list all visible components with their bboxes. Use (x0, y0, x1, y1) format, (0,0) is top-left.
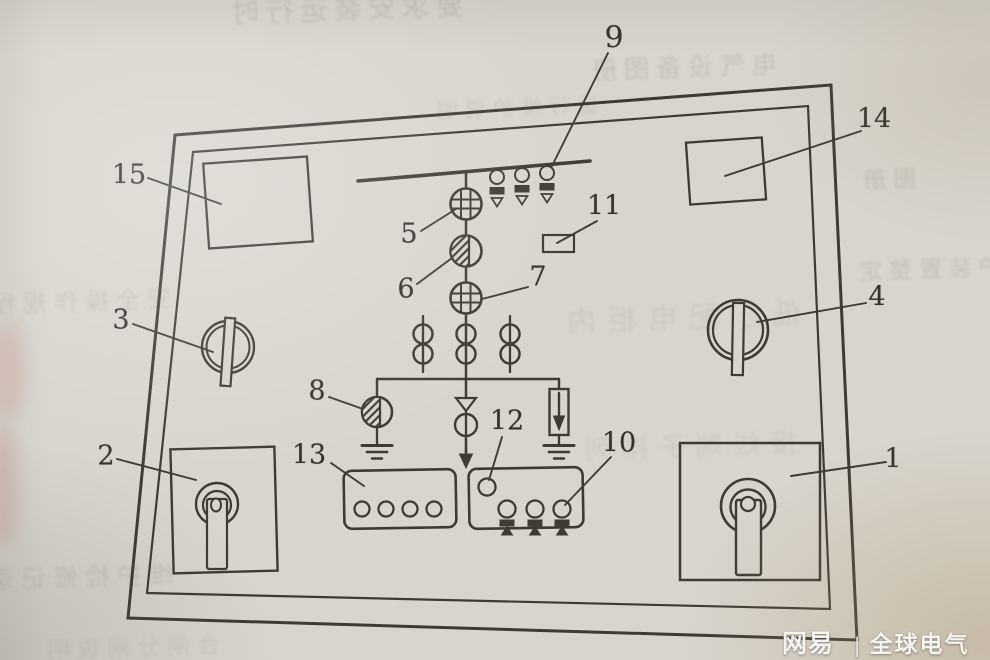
part-label-4: 4 (868, 281, 886, 313)
pushbutton-3 (200, 316, 256, 388)
ground-symbol (542, 444, 576, 460)
instrument-window-14 (684, 136, 768, 206)
insulator-unit (514, 167, 530, 207)
terminal-12 (477, 477, 497, 497)
leader-5 (420, 208, 457, 232)
part-label-5: 5 (400, 218, 418, 250)
part-label-10: 10 (601, 427, 637, 459)
leader-10 (564, 456, 612, 506)
nameplate-11 (541, 233, 576, 254)
insulator-unit (539, 165, 555, 205)
watermark-source: 全球电气资源 (869, 632, 970, 658)
part-label-6: 6 (397, 273, 415, 305)
relay-box-13 (342, 467, 458, 531)
part-label-7: 7 (529, 261, 547, 293)
part-label-14: 14 (856, 103, 892, 135)
part-label-9: 9 (604, 20, 624, 56)
ct-column-right (499, 314, 521, 374)
terminal-box (467, 465, 585, 536)
part-label-12: 12 (489, 405, 525, 437)
panel-inner-border (145, 104, 832, 611)
terminal-unit (497, 499, 517, 536)
paper-stain (0, 425, 18, 545)
part-label-15: 15 (111, 159, 147, 191)
ground-symbol (360, 444, 394, 460)
insulator-unit (489, 169, 505, 209)
control-switch-box-2 (169, 445, 279, 575)
leader-4 (756, 302, 867, 323)
pushbutton-4 (706, 298, 770, 377)
indicator-symbol-7 (449, 281, 483, 315)
leader-9 (551, 52, 609, 167)
leader-6 (416, 257, 453, 285)
watermark: 网易号 | 全球电气资源 (782, 624, 990, 660)
leader-1 (790, 461, 887, 477)
part-label-13: 13 (291, 439, 327, 471)
leader-14 (724, 130, 862, 177)
leader-13 (330, 462, 365, 487)
indicator-symbol-8 (360, 395, 394, 446)
paper-stain (0, 322, 26, 417)
indicator-symbol-6 (449, 234, 483, 268)
watermark-brand: 网易号 (782, 629, 835, 658)
part-label-8: 8 (308, 375, 326, 407)
panel-outer-border (126, 83, 859, 642)
part-label-1: 1 (884, 443, 902, 475)
indicator-symbol-5 (449, 187, 483, 221)
part-label-11: 11 (586, 190, 622, 222)
surge-arrester (548, 387, 570, 446)
cable-outlet (453, 396, 479, 470)
leader-7 (481, 286, 529, 300)
part-label-2: 2 (97, 440, 115, 472)
busbar-9 (356, 159, 592, 183)
ct-column-center (455, 323, 477, 365)
leader-2 (116, 458, 197, 481)
leader-15 (147, 177, 222, 205)
leader-11 (556, 220, 598, 244)
instrument-window-15 (201, 155, 315, 250)
terminal-unit (525, 499, 545, 536)
ct-column-left (412, 314, 434, 374)
leader-8 (328, 396, 364, 410)
leader-12 (488, 436, 503, 481)
control-switch-box-1 (678, 441, 822, 582)
leader-3 (132, 323, 214, 353)
part-label-3: 3 (112, 304, 130, 336)
watermark-separator: | (853, 633, 861, 657)
terminal-10 (552, 499, 572, 536)
